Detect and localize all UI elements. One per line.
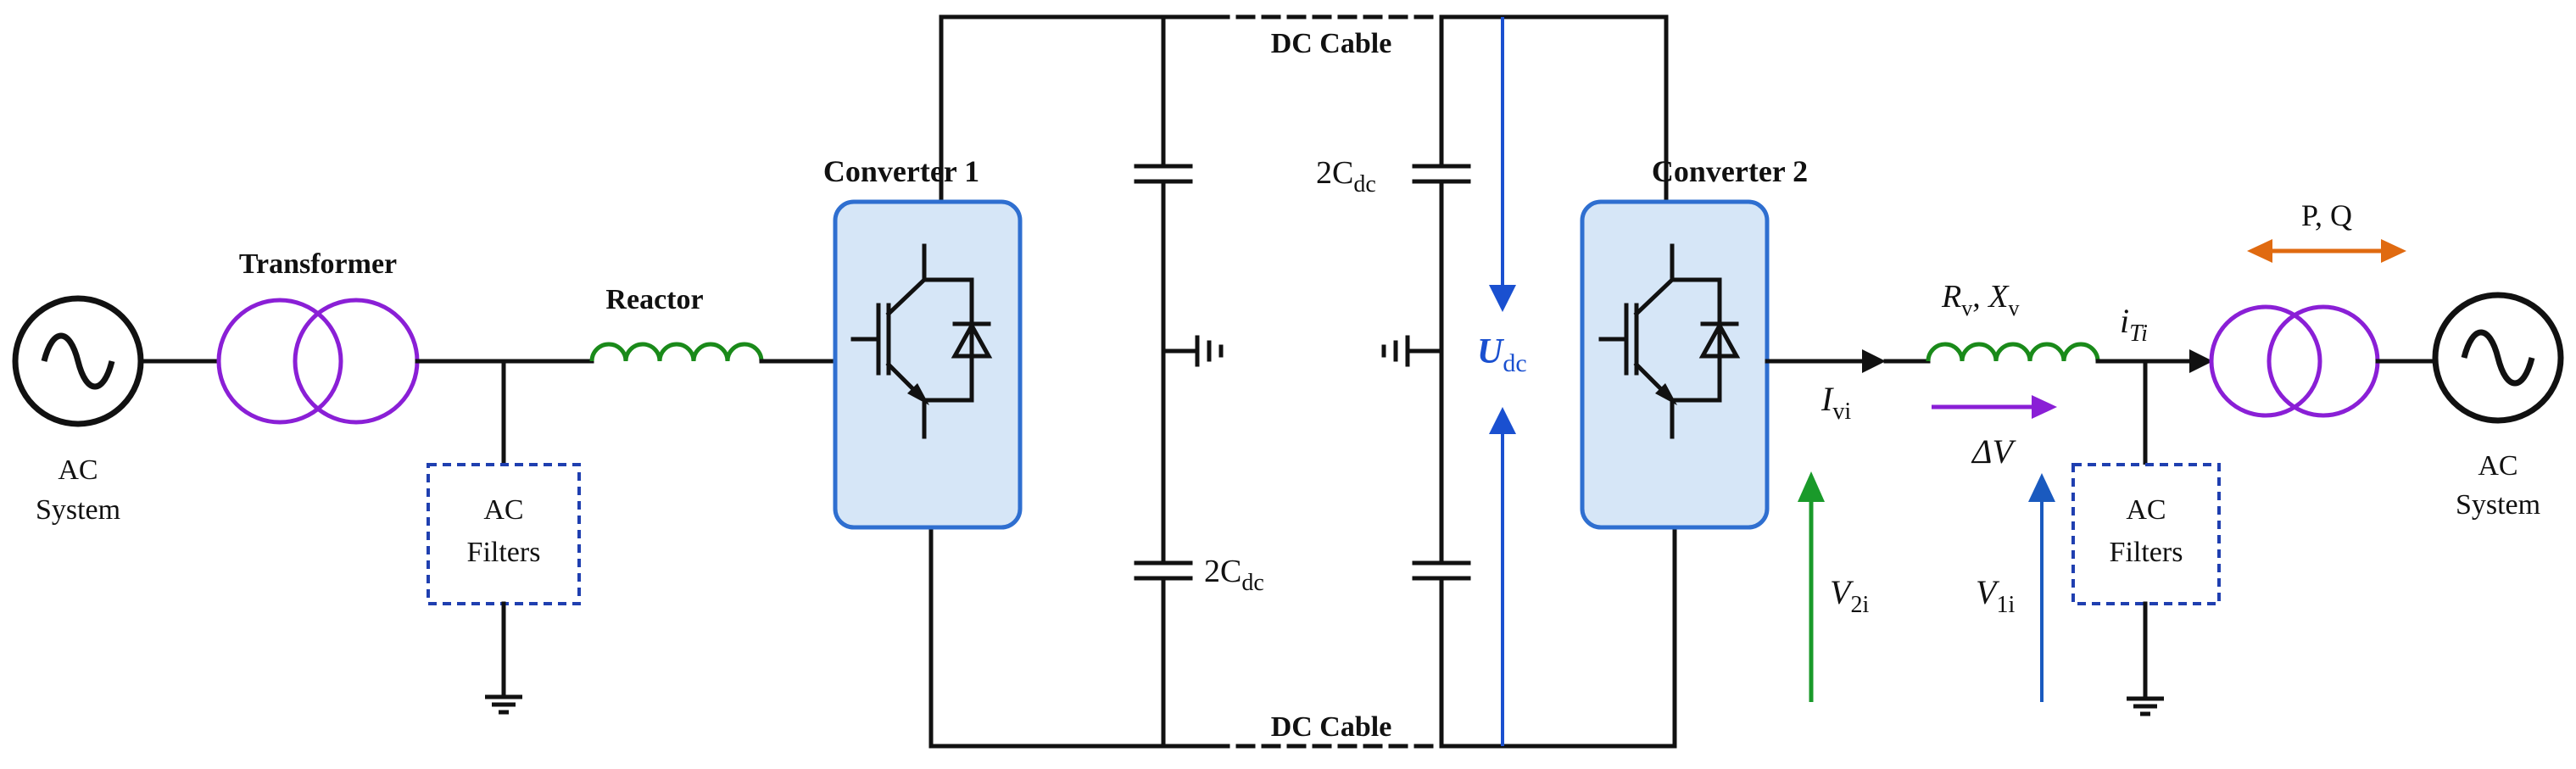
line-reactor: Rv, Xv	[1926, 279, 2100, 362]
v1i-label: V1i	[1976, 573, 2015, 618]
ground-icon	[1161, 335, 1224, 367]
ac-system-left: AC System	[12, 295, 144, 526]
v2i-label: V2i	[1830, 573, 1869, 618]
arrow-right-icon	[1862, 349, 1886, 373]
ac-system-left-label-line2: System	[36, 494, 120, 526]
delta-v-label: ΔV	[1971, 432, 2016, 471]
dc-cable-top: DC Cable	[939, 14, 1669, 204]
ac-filter-left-label-line2: Filters	[467, 537, 541, 568]
transformer-right	[2209, 304, 2380, 418]
arrow-up-icon	[1489, 407, 1516, 434]
ac-filter-right-label-line2: Filters	[2110, 537, 2183, 568]
ground-icon	[485, 697, 522, 712]
reactor-label: Reactor	[605, 284, 703, 315]
capacitor-icon	[1412, 560, 1471, 581]
ac-system-left-label-line1: AC	[58, 454, 98, 486]
v2i-indicator: V2i	[1798, 471, 1869, 702]
capacitor-icon	[1134, 164, 1193, 184]
arrow-left-icon	[2247, 239, 2272, 263]
converter-1-label: Converter 1	[823, 154, 979, 188]
arrow-down-icon	[1489, 285, 1516, 312]
transformer-icon	[2209, 304, 2380, 418]
ac-filter-right-label-line1: AC	[2126, 494, 2166, 526]
capacitor-label-right: 2Cdc	[1316, 155, 1376, 198]
arrow-up-icon	[2028, 473, 2055, 502]
pq-label: P, Q	[2301, 198, 2352, 232]
reactor: Reactor	[589, 284, 764, 362]
udc-label: Udc	[1477, 332, 1527, 377]
converter-1: Converter 1	[823, 14, 1023, 749]
pq-indicator: P, Q	[2247, 198, 2406, 263]
ac-filter-left: AC Filters	[427, 359, 581, 712]
ground-icon	[2127, 699, 2164, 714]
ground-icon	[1381, 335, 1444, 367]
capacitor-column-left: 2Cdc	[1134, 14, 1264, 749]
capacitor-icon	[1134, 560, 1193, 581]
ac-system-right: AC System	[2432, 292, 2564, 521]
ac-system-right-label-line1: AC	[2478, 450, 2517, 482]
delta-v-indicator: ΔV	[1932, 395, 2057, 471]
current-iti-label: iTi	[2120, 302, 2148, 347]
transformer-left: Transformer	[216, 248, 420, 425]
arrow-right-icon	[2032, 395, 2057, 419]
current-ivi-label: Ivi	[1820, 380, 1851, 425]
transformer-icon	[216, 298, 420, 425]
ac-system-right-label-line2: System	[2456, 489, 2540, 521]
converter-2-label: Converter 2	[1652, 154, 1808, 188]
arrow-right-icon	[2189, 349, 2213, 373]
reactor-icon	[1926, 342, 2100, 362]
capacitor-label-left: 2Cdc	[1204, 554, 1264, 596]
ac-source-icon	[12, 295, 144, 427]
ac-filter-left-label-line1: AC	[483, 494, 523, 526]
v1i-indicator: V1i	[1976, 473, 2055, 702]
transformer-label: Transformer	[239, 248, 397, 280]
capacitor-column-right: 2Cdc	[1316, 14, 1471, 749]
reactor-icon	[589, 342, 764, 362]
udc-indicator: Udc	[1477, 17, 1527, 746]
dc-cable-bottom-label: DC Cable	[1271, 711, 1392, 743]
ac-source-icon	[2432, 292, 2564, 424]
dc-cable-top-label: DC Cable	[1271, 28, 1392, 59]
impedance-label: Rv, Xv	[1941, 279, 2019, 320]
dc-cable-bottom: DC Cable	[928, 525, 1677, 749]
ac-filter-right: AC Filters	[2071, 359, 2221, 714]
converter-2: Converter 2	[1580, 154, 1808, 530]
arrow-right-icon	[2381, 239, 2406, 263]
capacitor-icon	[1412, 164, 1471, 184]
arrow-up-icon	[1798, 471, 1825, 502]
